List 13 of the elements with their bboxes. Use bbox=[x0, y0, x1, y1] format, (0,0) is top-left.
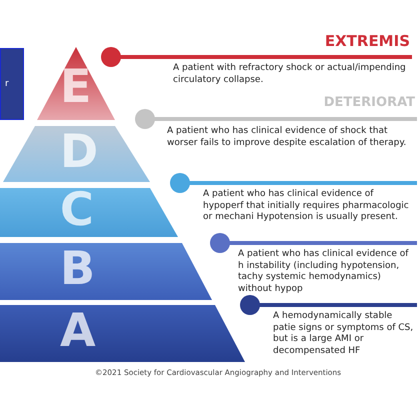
tier-letter: D bbox=[60, 124, 98, 178]
level-description: A patient who has clinical evidence of h instability (including hypotension, tachy systemic hemodynamics) without hypop bbox=[238, 249, 410, 295]
level-heading: EXTREMIS bbox=[324, 32, 410, 50]
tier-letter: C bbox=[60, 182, 94, 236]
level-description: A hemodynamically stable patie signs or symptoms of CS, but is a large AMI or decompensated HF bbox=[273, 311, 414, 357]
level-description: A patient who has clinical evidence of hypoperf that initially requires pharmacologic or mechani Hypotension is usually present. bbox=[203, 189, 410, 224]
info-panel: r bbox=[0, 48, 24, 120]
level-description: A patient with refractory shock or actual/impending circulatory collapse. bbox=[173, 63, 407, 86]
tier-letter: A bbox=[60, 303, 96, 357]
tier-letter: E bbox=[60, 59, 92, 113]
tier-letter: B bbox=[60, 241, 96, 295]
level-description: A patient who has clinical evidence of shock that worser fails to improve despite escalation of therapy. bbox=[167, 126, 408, 149]
level-heading: DETERIORAT bbox=[324, 95, 415, 110]
